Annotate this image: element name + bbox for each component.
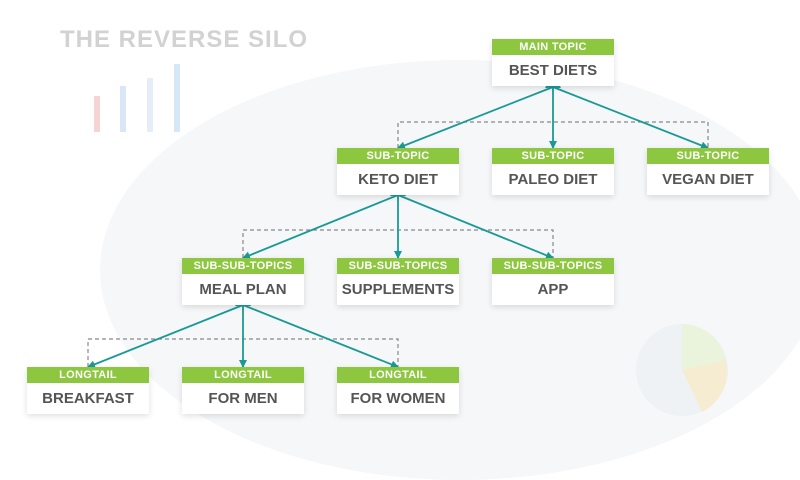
node-vegan-diet: SUB-TOPIC VEGAN DIET [647,148,769,195]
node-label: FOR MEN [208,390,278,407]
node-tag: MAIN TOPIC [492,39,614,55]
node-label: SUPPLEMENTS [341,281,455,298]
node-tag: SUB-SUB-TOPICS [182,258,304,274]
node-keto-diet: SUB-TOPIC KETO DIET [337,148,459,195]
node-tag: LONGTAIL [337,367,459,383]
node-meal-plan: SUB-SUB-TOPICS MEAL PLAN [182,258,304,305]
node-label: KETO DIET [358,171,438,188]
node-label: MEAL PLAN [199,281,287,298]
node-paleo-diet: SUB-TOPIC PALEO DIET [492,148,614,195]
node-label: FOR WOMEN [350,390,446,407]
node-app: SUB-SUB-TOPICS APP [492,258,614,305]
arrow-mealplan-breakfast [87,298,251,369]
arrow-main-vegan [545,80,709,150]
node-tag: LONGTAIL [182,367,304,383]
arrow-mealplan-forwomen [235,298,399,369]
node-label: BREAKFAST [42,390,134,407]
node-for-men: LONGTAIL FOR MEN [182,367,304,414]
arrow-keto-mealplan [242,188,406,260]
node-label: APP [537,281,569,298]
decorative-pie-chart-icon [636,324,728,416]
node-tag: SUB-TOPIC [647,148,769,164]
connector-lines [87,80,709,369]
node-label: BEST DIETS [508,62,598,79]
node-for-women: LONGTAIL FOR WOMEN [337,367,459,414]
node-tag: LONGTAIL [27,367,149,383]
node-tag: SUB-SUB-TOPICS [337,258,459,274]
node-best-diets: MAIN TOPIC BEST DIETS [492,39,614,86]
node-breakfast: LONGTAIL BREAKFAST [27,367,149,414]
node-supplements: SUB-SUB-TOPICS SUPPLEMENTS [337,258,459,305]
diagram-title: THE REVERSE SILO [60,26,309,53]
node-tag: SUB-SUB-TOPICS [492,258,614,274]
node-tag: SUB-TOPIC [492,148,614,164]
arrow-main-keto [397,80,561,150]
node-tag: SUB-TOPIC [337,148,459,164]
arrow-keto-app [390,188,554,260]
node-label: VEGAN DIET [662,171,754,188]
node-label: PALEO DIET [508,171,598,188]
decorative-bar-chart-icon [94,64,180,132]
